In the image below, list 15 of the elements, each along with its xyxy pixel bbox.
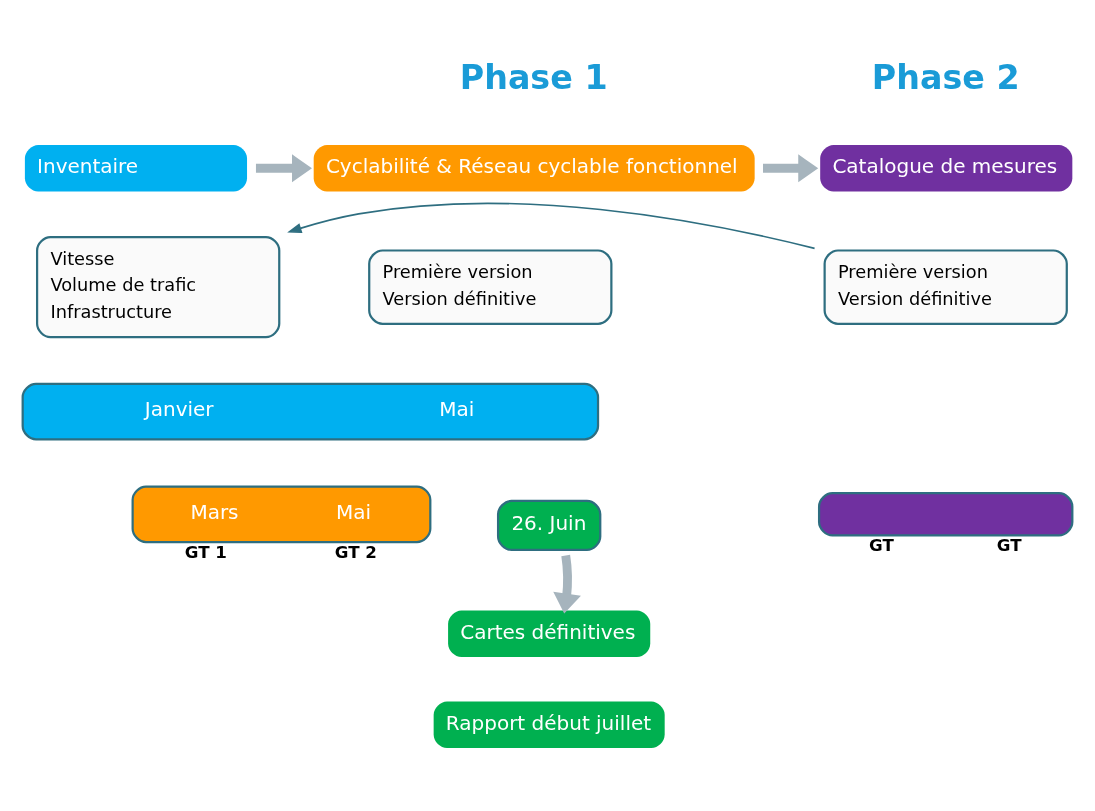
node-box: Inventaire xyxy=(24,144,248,192)
node-label: GT 2 xyxy=(334,542,377,562)
node-box: Cyclabilité & Réseau cyclable fonctionnel xyxy=(313,144,755,192)
node-box: Cartes définitives xyxy=(448,609,651,657)
label: Phase 1 xyxy=(459,57,608,97)
node-label: GT xyxy=(996,535,1022,555)
node-label: GT xyxy=(869,535,894,555)
label: Phase 2 xyxy=(871,57,1020,97)
node-box: Rapport début juillet xyxy=(433,700,665,748)
node-label: GT 1 xyxy=(184,542,227,562)
arrow xyxy=(255,153,312,182)
node-box: Catalogue de mesures xyxy=(820,144,1073,192)
arrow xyxy=(287,202,816,249)
arrow xyxy=(763,153,819,182)
arrow xyxy=(553,554,581,613)
